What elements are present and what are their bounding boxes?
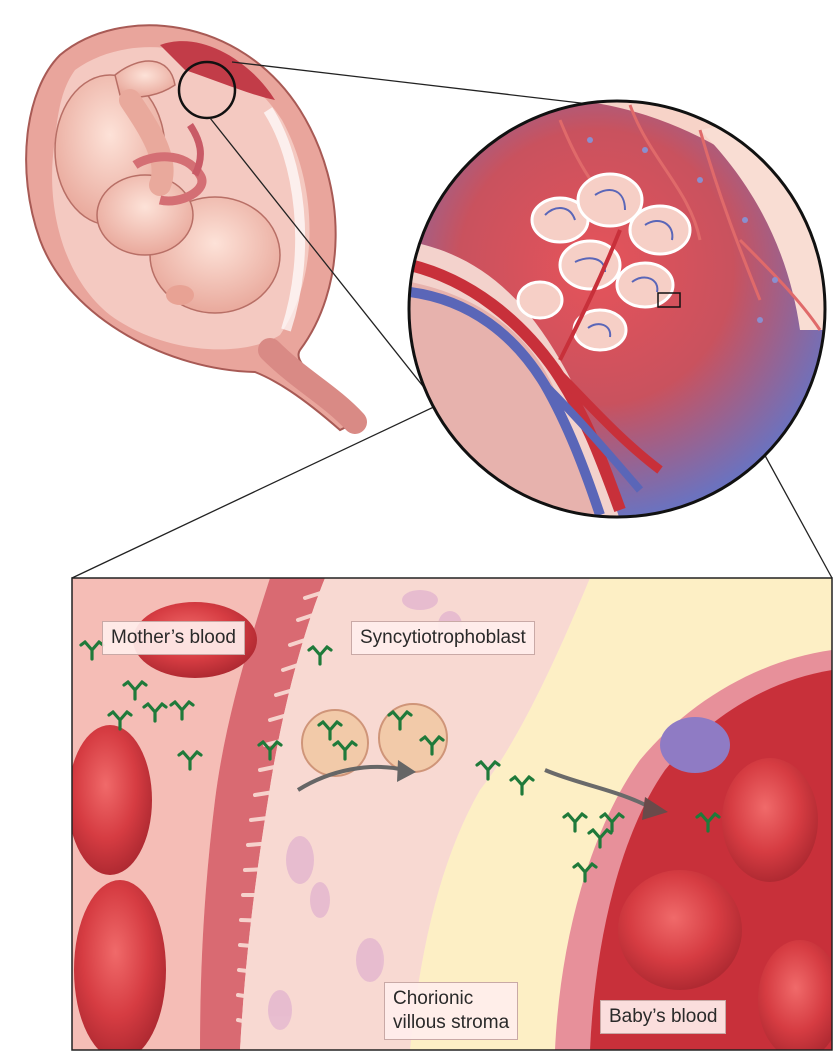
label-syncytiotrophoblast: Syncytiotrophoblast bbox=[351, 621, 535, 655]
label-chorionic-villous-stroma: Chorionic villous stroma bbox=[384, 982, 518, 1040]
label-mothers-blood: Mother’s blood bbox=[102, 621, 245, 655]
womb-illustration bbox=[26, 25, 360, 430]
placenta-magnification-circle bbox=[400, 99, 835, 520]
label-babys-blood: Baby’s blood bbox=[600, 1000, 726, 1034]
